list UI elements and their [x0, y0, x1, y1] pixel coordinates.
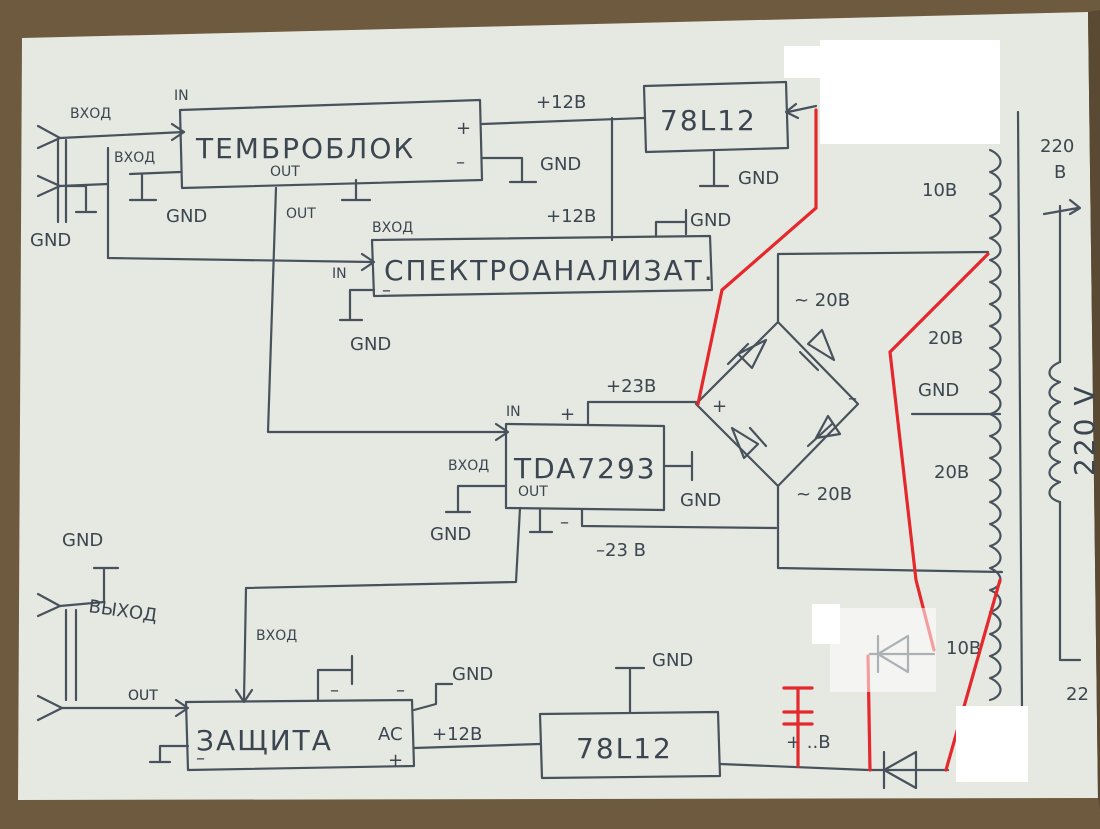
gnd-label-regulator-bottom: GND: [652, 650, 693, 671]
zashita-label: ЗАЩИТА: [196, 724, 333, 757]
tembroblok-label: ТЕМБРОБЛОК: [195, 132, 415, 165]
regulator-bottom-label: 78L12: [576, 732, 673, 765]
tda-out: OUT: [518, 484, 548, 500]
regulator-top-label: 78L12: [660, 104, 757, 137]
regulator-bottom: [538, 666, 870, 780]
tap20a-label: 20В: [928, 328, 963, 349]
plus23-label: +23В: [606, 376, 656, 397]
tembroblok-plus: +: [456, 118, 471, 139]
gnd-label-tembro-right: GND: [540, 154, 581, 175]
plus12-rail-top: [480, 116, 646, 126]
tembroblok-minus: –: [456, 152, 465, 173]
input-connector: [36, 122, 374, 264]
gnd-label-output: GND: [62, 530, 103, 551]
tda-input-label: ВХОД: [448, 458, 489, 474]
out-label-output: OUT: [128, 688, 158, 704]
gnd-label-regulator-top: GND: [738, 168, 779, 189]
mask-block-bottom: [956, 706, 1028, 782]
tembroblok-in: IN: [174, 88, 189, 104]
zashita-minus-right: –: [396, 680, 405, 701]
tap20b-label: 20В: [934, 462, 969, 483]
ac20-bottom-label: ~ 20В: [796, 484, 852, 505]
tap10-bottom-label: 10В: [946, 638, 981, 659]
tembroblok-block: [128, 98, 538, 442]
tembroblok-input-label: ВХОД: [114, 150, 155, 166]
zashita-input-label: ВХОД: [256, 628, 297, 644]
zashita-minus: –: [196, 748, 205, 769]
voltage-220-unit: В: [1054, 162, 1066, 183]
zashita-block: [148, 654, 542, 772]
gnd-label-input: GND: [30, 230, 71, 251]
paper-sheet: [18, 12, 1098, 800]
partial-22-label: 22: [1066, 684, 1089, 705]
tda-plus: +: [560, 404, 575, 425]
zashita-plus: +: [388, 750, 403, 771]
partial-plus-label: + ..В: [786, 732, 831, 753]
regulator-top: [642, 80, 818, 188]
spectro-block: [338, 208, 714, 322]
diode-bridge: [694, 250, 1004, 574]
zashita-minus-top: –: [330, 680, 339, 701]
bridge-minus: –: [848, 388, 857, 409]
gnd-label-tda-right: GND: [680, 490, 721, 511]
ac20-top-label: ~ 20В: [794, 290, 850, 311]
gnd-label-zashita: GND: [452, 664, 493, 685]
output-connector: [36, 566, 190, 722]
out-label-tembro: OUT: [286, 206, 316, 222]
bridge-plus: +: [712, 396, 727, 417]
mask-block-top: [820, 40, 1000, 144]
tda-block: [234, 400, 778, 704]
gnd-label-tembro-left: GND: [166, 206, 207, 227]
spectro-input-label: ВХОД: [372, 220, 413, 236]
zashita-ac: AC: [378, 724, 403, 745]
gnd-label-tda-left: GND: [430, 524, 471, 545]
plus12-label-mid: +12В: [546, 206, 596, 227]
transformer: [910, 110, 1082, 712]
paper-shadow: [1088, 10, 1100, 810]
spectro-label: СПЕКТРОАНАЛИЗАТ.: [384, 254, 715, 287]
tembroblok-out: OUT: [270, 164, 300, 180]
spectro-in: IN: [332, 266, 347, 282]
mask-block-mid-2: [830, 608, 936, 692]
zashita-out: OUT: [128, 688, 158, 704]
tda-in: IN: [506, 404, 521, 420]
plus12-label-top: +12В: [536, 92, 586, 113]
voltage-220-label: 220: [1040, 136, 1074, 157]
gnd-label-spectro-top: GND: [690, 210, 731, 231]
spectro-minus: –: [382, 280, 391, 301]
input-label: ВХОД: [70, 106, 111, 122]
tap10-label: 10В: [922, 180, 957, 201]
plus12-label-bottom: +12В: [432, 724, 482, 745]
tda-label: TDA7293: [513, 452, 657, 485]
tda-minus: –: [560, 512, 569, 533]
gnd-label-transformer: GND: [918, 380, 959, 401]
gnd-label-spectro-bottom: GND: [350, 334, 391, 355]
minus23-label: –23 В: [596, 540, 646, 561]
primary-voltage-label: 220 V: [1068, 385, 1100, 477]
